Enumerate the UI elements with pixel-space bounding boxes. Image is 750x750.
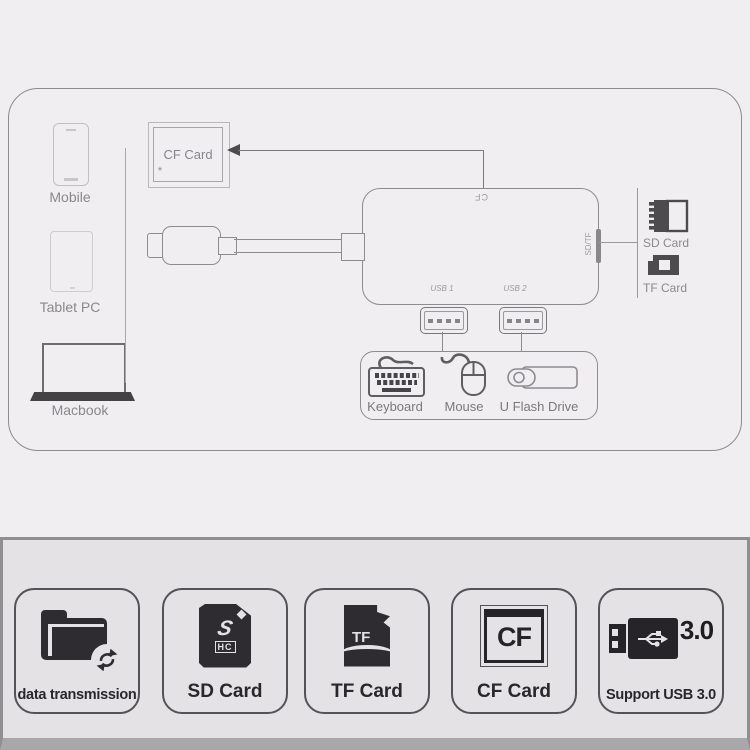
sdhc-logo-hc: HC	[214, 640, 236, 654]
mobile-label: Mobile	[49, 189, 91, 205]
arrow-line-vertical	[483, 150, 484, 188]
cf-card-footnote: *	[157, 164, 163, 178]
microsd-card-icon: TF	[344, 604, 390, 667]
usb-c-plug-body	[162, 226, 221, 265]
cable	[234, 239, 342, 253]
feature-cf-card: CF CF Card	[451, 588, 577, 714]
peripherals-box	[360, 351, 598, 420]
folder-sync-icon	[39, 609, 123, 676]
feature-sd-card: S HC SD Card	[162, 588, 288, 714]
cf-card-slot-label: CF Card	[163, 147, 213, 162]
cf-icon-text: CF	[497, 622, 532, 652]
vertical-divider-line	[125, 148, 126, 383]
tf-card-window	[659, 260, 670, 270]
usb3-version-text: 3.0	[679, 615, 714, 645]
usb-port-1-icon	[420, 307, 468, 334]
feature-tf-card: TF TF Card	[304, 588, 430, 714]
hub-sd-tf-slot	[596, 229, 601, 263]
usb1-port-label: USB 1	[430, 284, 454, 293]
laptop-base	[30, 392, 135, 401]
macbook-label: Macbook	[51, 402, 109, 418]
u-flash-drive-label: U Flash Drive	[499, 399, 579, 414]
hub-sd-tf-port-label: SD/TF	[584, 232, 593, 256]
usb2-port-label: USB 2	[503, 284, 527, 293]
usb3-plug-icon: 3.0	[608, 615, 714, 659]
smartphone-icon	[53, 123, 89, 186]
tf-card-feature-label: TF Card	[331, 681, 403, 702]
arrow-line-horizontal	[238, 150, 483, 151]
phone-home-bar	[64, 178, 78, 181]
tf-icon-swoosh	[344, 644, 390, 663]
usb-flash-drive-icon	[507, 366, 578, 389]
sync-arrows-icon	[91, 643, 123, 676]
usb-port-2-pins	[503, 311, 543, 330]
sd-connector-line	[599, 242, 637, 243]
cf-card-slot-box: CF Card	[153, 127, 223, 182]
cf-card-feature-label: CF Card	[477, 681, 551, 702]
phone-speaker	[66, 129, 76, 131]
usb-c-plug-neck	[218, 237, 237, 255]
keyboard-icon	[368, 356, 425, 397]
sd-group-line	[637, 188, 638, 298]
usb-port-2-icon	[499, 307, 547, 334]
support-usb3-label: Support USB 3.0	[606, 687, 716, 703]
mouse-icon	[440, 353, 486, 396]
keyboard-label: Keyboard	[367, 399, 423, 414]
usb-trident-icon	[637, 630, 668, 647]
hub-cf-port-label: CF	[473, 192, 488, 202]
data-transmission-label: data transmission	[17, 687, 137, 703]
sd-card-label: SD Card	[643, 236, 690, 250]
sdhc-card-icon: S HC	[199, 603, 251, 668]
mouse-label: Mouse	[444, 399, 484, 414]
diagram-frame	[8, 88, 742, 451]
usb1-connector-line	[442, 332, 443, 351]
tablet-pc-label: Tablet PC	[39, 299, 101, 315]
tf-card-label: TF Card	[643, 281, 688, 295]
sd-card-icon	[649, 199, 689, 233]
usb-port-1-pins	[424, 311, 464, 330]
cf-card-icon: CF	[480, 604, 548, 667]
tablet-button	[69, 287, 75, 289]
feature-data-transmission: data transmission	[14, 588, 140, 714]
laptop-icon	[42, 343, 126, 396]
arrow-head-left-icon	[227, 144, 240, 156]
card-reader-hub: CF	[362, 188, 601, 305]
cable-connector	[341, 233, 365, 261]
feature-usb3: 3.0 Support USB 3.0	[598, 588, 724, 714]
usb2-connector-line	[521, 332, 522, 351]
tf-icon-text: TF	[352, 628, 371, 646]
sd-card-feature-label: SD Card	[187, 681, 263, 702]
sdhc-logo-s: S	[215, 616, 235, 640]
tablet-icon	[50, 231, 93, 292]
